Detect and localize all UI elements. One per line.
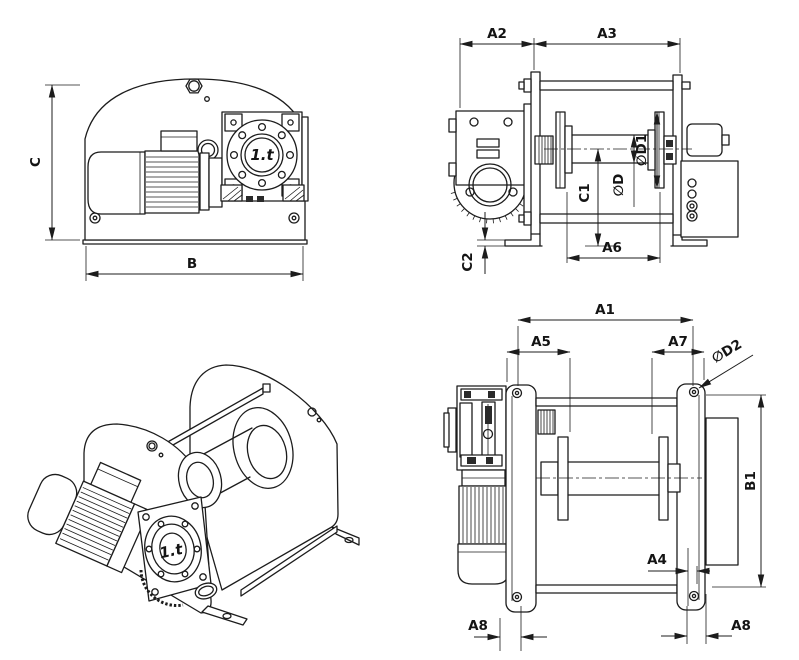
small-hole [204,96,210,102]
dim-label-d1: ∅D1 [634,134,650,166]
winch-top-body [443,383,739,613]
mount-plate [301,116,309,202]
plate-left-top [505,384,537,613]
dim-label-a8-left: A8 [468,618,488,634]
motor-top [457,469,510,585]
dim-label-d: ∅D [611,174,627,197]
leader-d2 [698,354,754,389]
gearbox: 1.t [220,111,309,202]
motor [87,130,223,215]
front-view: 1.t C B [28,78,309,281]
drum-flange-right [654,111,665,189]
winch-front-body: 1.t [82,78,309,245]
drum-top [537,409,681,521]
dim-label-a2: A2 [487,26,507,42]
side-view: A2 A3 C2 C1 ∅D ∅D1 A6 [448,26,739,274]
dim-label-a5: A5 [531,334,551,350]
side-view-dimensions: A2 A3 C2 C1 ∅D ∅D1 A6 [459,26,681,274]
dim-label-a1: A1 [595,302,615,318]
drum-flange-left-top [557,436,569,521]
drum-flange-right-top [658,436,669,521]
foot-left [504,233,543,247]
drum-flange-left [555,111,566,189]
dim-label-a6: A6 [602,240,622,256]
motor-end-box [680,160,739,238]
foot-right [670,234,708,247]
plate-right-top [676,383,706,611]
iso-gearbox: 1.t [137,496,218,607]
iso-gear-teeth [139,569,184,607]
iso-motor [27,461,150,574]
top-view-dimensions: A1 A5 A7 ∅D2 B1 A4 A8 A8 [468,302,766,651]
gearbox-top [443,385,507,471]
gearbox-side [448,103,533,224]
gearbox-foot-right [282,184,305,202]
drum-side [534,111,677,189]
top-view: A1 A5 A7 ∅D2 B1 A4 A8 A8 [443,302,766,651]
motor-side [680,123,739,238]
tie-rod-top [535,397,678,407]
motor-top-cap [457,543,510,585]
dim-label-c2: C2 [460,252,476,271]
dim-label-a4: A4 [647,552,667,568]
motor-top-fins-body [458,485,509,545]
dim-label-c: C [28,157,44,167]
dim-label-d2: ∅D2 [709,336,745,366]
tie-rod-bottom [535,584,678,594]
iso-rear-bolt [307,407,317,417]
dim-label-c1: C1 [577,183,593,202]
gearbox-logo: 1.t [250,146,274,164]
junction-box [160,130,198,152]
gearbox-foot-left [220,184,243,202]
isometric-view: 1.t [27,364,360,626]
drum-barrel-top [567,461,660,496]
dim-label-b: B [187,256,197,272]
iso-tie-rod-bottom [240,525,338,597]
dim-label-a3: A3 [597,26,617,42]
coupling [534,135,554,165]
iso-motor-fins [59,487,132,561]
top-bolt-hex [185,78,203,94]
tie-rods-side [518,78,691,226]
motor-fan-cowl [87,151,146,215]
front-view-dimensions: C B [28,84,304,281]
base-hole-right [288,212,300,224]
iso-gearbox-logo: 1.t [158,540,185,563]
motor-box-right [705,417,739,566]
brake-pinion [537,409,556,435]
iso-front-foot [201,605,248,626]
iso-drum-barrel-end [246,424,288,480]
iso-front-bolt [146,440,158,452]
dim-label-b1: B1 [743,471,759,491]
winch-side-body [448,71,739,247]
dim-label-a8-right: A8 [731,618,751,634]
motor-junction-side [686,123,723,157]
motor-fins [146,156,198,208]
dim-label-a7: A7 [668,334,688,350]
motor-flange [199,152,210,211]
